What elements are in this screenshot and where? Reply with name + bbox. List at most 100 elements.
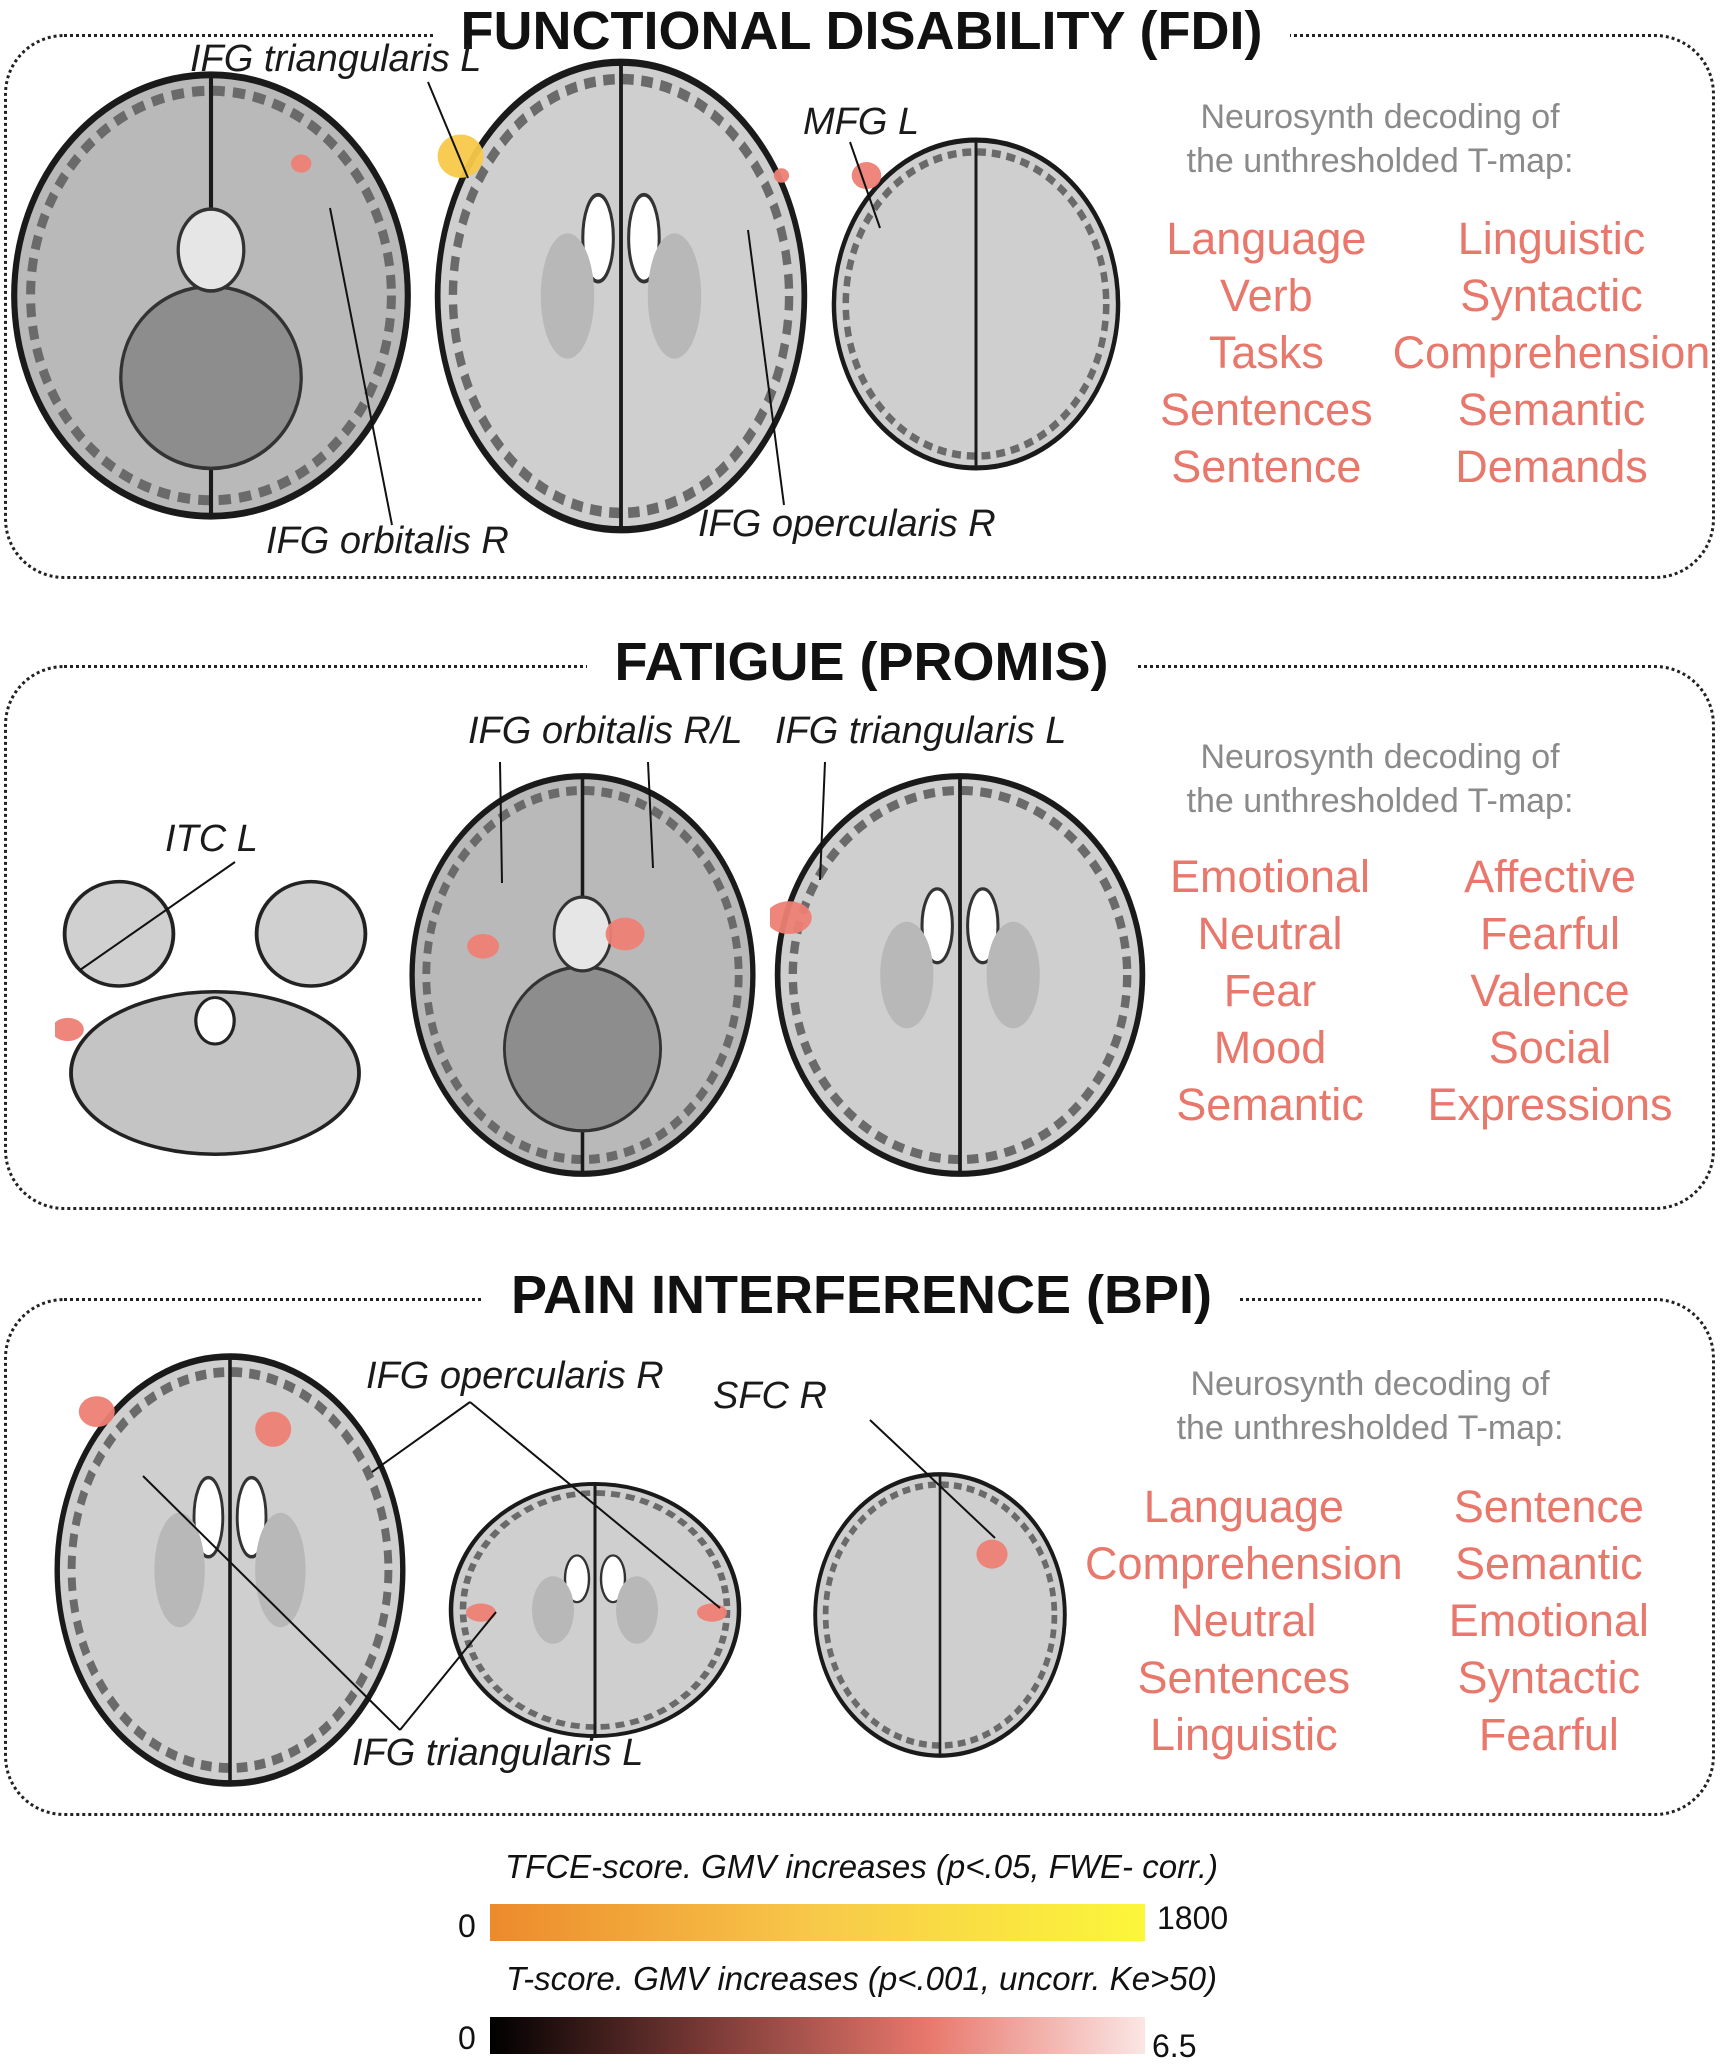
decoding-header: Neurosynth decoding of the unthresholded… <box>1120 1362 1620 1450</box>
term: Tasks <box>1208 327 1324 378</box>
decoding-header-line: Neurosynth decoding of <box>1200 738 1560 776</box>
cortex-gyri <box>822 1481 1058 1749</box>
decoding-header: Neurosynth decoding of the unthresholded… <box>1130 735 1630 823</box>
lateral-ventricle <box>627 192 661 284</box>
term: Comprehension <box>1392 327 1711 378</box>
brain-axial-slice <box>770 770 1150 1180</box>
term: Affective <box>1464 851 1636 902</box>
brain-axial-slice <box>828 135 1124 473</box>
term: Mood <box>1213 1022 1327 1073</box>
decoding-header-line: Neurosynth decoding of <box>1200 98 1560 136</box>
term: Valence <box>1470 965 1630 1016</box>
cortex-gyri <box>842 148 1110 460</box>
brain-slice-drawing <box>448 1481 742 1739</box>
lateral-ventricle <box>581 192 615 284</box>
activation-blob <box>770 901 812 934</box>
brain-slice-drawing <box>409 773 756 1177</box>
cortex-gyri <box>422 785 743 1165</box>
temporal-lobe-left <box>62 879 176 988</box>
brain-slice-drawing <box>434 58 808 534</box>
brain-slice-drawing <box>831 137 1121 471</box>
term: Linguistic <box>1150 1709 1338 1760</box>
cortex-gyri <box>788 785 1132 1165</box>
region-label: IFG orbitalis R/L <box>468 710 743 752</box>
brain-axial-slice <box>50 1350 410 1790</box>
term: Language <box>1166 213 1367 264</box>
region-label: SFC R <box>713 1375 827 1417</box>
scale-title: T-score. GMV increases (p<.001, uncorr. … <box>505 1960 1218 1997</box>
decoding-header: Neurosynth decoding of the unthresholded… <box>1130 95 1630 183</box>
activation-blob <box>467 934 500 959</box>
term: Sentence <box>1171 441 1362 492</box>
basal-ganglia <box>647 233 702 359</box>
activation-blob <box>78 1396 115 1427</box>
cortex-gyri <box>459 1490 731 1730</box>
brain-axial-slice <box>430 55 812 537</box>
decoding-header-line: the unthresholded T-map: <box>1176 1409 1564 1447</box>
tfce-colorbar <box>490 1904 1145 1941</box>
cerebellum <box>119 284 303 471</box>
scale-max: 6.5 <box>1152 2028 1197 2064</box>
cerebellum <box>69 990 361 1156</box>
basal-ganglia <box>540 233 595 359</box>
panel-title: FUNCTIONAL DISABILITY (FDI) <box>0 1 1723 61</box>
brain-slice-drawing <box>54 1353 406 1787</box>
activation-blob <box>290 154 312 173</box>
region-label: IFG triangularis L <box>775 710 1067 752</box>
term: Expressions <box>1427 1079 1673 1130</box>
term: Neutral <box>1171 1595 1317 1646</box>
activation-blob <box>466 1603 496 1622</box>
activation-blob <box>773 168 790 183</box>
region-label: IFG opercularis R <box>698 503 996 545</box>
basal-ganglia <box>616 1576 658 1644</box>
decoding-terms: Emotional Affective Neutral Fearful Fear… <box>1140 848 1680 1133</box>
term: Sentence <box>1453 1481 1644 1532</box>
region-label: ITC L <box>165 818 258 860</box>
lateral-ventricle <box>966 887 1000 965</box>
scale-title: TFCE-score. GMV increases (p<.05, FWE- c… <box>505 1848 1218 1885</box>
brain-axial-slice <box>55 870 375 1160</box>
brain-slice-drawing <box>11 71 411 520</box>
decoding-header-line: the unthresholded T-map: <box>1186 782 1574 820</box>
tscore-colorbar <box>490 2017 1145 2054</box>
term: Sentences <box>1137 1652 1351 1703</box>
activation-blob <box>976 1539 1008 1569</box>
region-label: MFG L <box>803 101 920 143</box>
cerebellum <box>502 965 663 1133</box>
term: Demands <box>1455 441 1648 492</box>
fourth-ventricle <box>194 996 236 1046</box>
decoding-header-line: the unthresholded T-map: <box>1186 142 1574 180</box>
cortex-gyri <box>448 73 794 519</box>
region-label: IFG orbitalis R <box>266 520 509 562</box>
brainstem <box>176 207 246 293</box>
brain-slice-drawing <box>55 879 368 1156</box>
brain-axial-slice <box>810 1470 1070 1760</box>
scale-min: 0 <box>458 2020 476 2056</box>
activation-blob <box>851 162 882 190</box>
term: Semantic <box>1455 1538 1643 1589</box>
region-label: IFG triangularis L <box>190 38 482 80</box>
region-label: IFG opercularis R <box>366 1355 664 1397</box>
activation-blob <box>437 134 484 178</box>
basal-ganglia <box>986 921 1040 1029</box>
term: Syntactic <box>1457 1652 1641 1703</box>
basal-ganglia <box>880 921 934 1029</box>
brain-axial-slice <box>405 770 760 1180</box>
brain-slice-drawing <box>813 1472 1067 1758</box>
basal-ganglia <box>154 1512 205 1628</box>
decoding-header-line: Neurosynth decoding of <box>1190 1365 1550 1403</box>
term: Semantic <box>1457 384 1646 435</box>
term: Semantic <box>1176 1079 1364 1130</box>
brainstem <box>552 895 613 973</box>
scale-max: 1800 <box>1157 1900 1229 1936</box>
term: Neutral <box>1197 908 1343 959</box>
term: Emotional <box>1448 1595 1649 1646</box>
basal-ganglia <box>255 1512 306 1628</box>
scale-min: 0 <box>458 1908 476 1944</box>
decoding-terms: Language Sentence Comprehension Semantic… <box>1085 1478 1675 1763</box>
term: Syntactic <box>1460 270 1643 321</box>
term: Language <box>1143 1481 1344 1532</box>
brain-coronal-slice <box>445 1480 745 1740</box>
basal-ganglia <box>532 1576 574 1644</box>
decoding-terms: Language Linguistic Verb Syntactic Tasks… <box>1160 210 1710 495</box>
